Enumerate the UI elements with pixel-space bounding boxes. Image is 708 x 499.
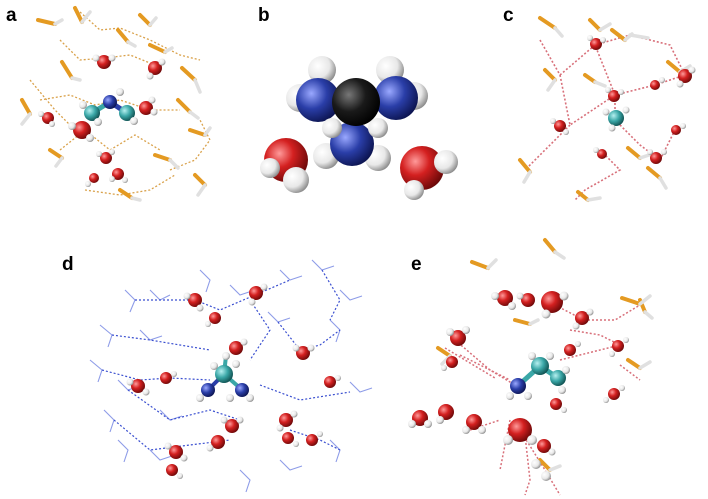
solvent-sticks-c <box>518 16 682 202</box>
hbond-network-c <box>524 34 686 201</box>
nitrogen-atom <box>330 122 374 166</box>
carbon-atom <box>119 105 135 121</box>
nitrogen-atom <box>510 378 526 394</box>
panel-a <box>20 6 212 202</box>
solvent-sticks-e <box>436 238 647 472</box>
panel-b <box>260 56 458 200</box>
panel-label-e: e <box>411 254 422 275</box>
water-b-left <box>260 138 309 193</box>
water-b-right <box>400 146 458 200</box>
hbond-network-e <box>444 304 641 496</box>
solute-e <box>506 352 570 400</box>
solute-c <box>602 106 630 132</box>
hbond-network-d <box>101 269 351 451</box>
nitrogen-atom <box>296 78 340 122</box>
panel-label-d: d <box>62 254 74 275</box>
carbon-atom <box>332 78 380 126</box>
carbon-atom <box>215 365 233 383</box>
panel-label-b: b <box>258 5 270 26</box>
waters-c <box>550 35 696 164</box>
waters-a <box>38 54 166 187</box>
solute-d <box>196 352 254 402</box>
waters-d <box>126 283 341 479</box>
nitrogen-atom <box>201 383 215 397</box>
carbon-atom <box>550 370 566 386</box>
nitrogen-atom <box>103 95 117 109</box>
solvent-sticks-a <box>20 6 207 200</box>
panel-e <box>408 238 654 496</box>
carbon-atom <box>531 357 549 375</box>
carbon-atom <box>84 105 100 121</box>
panel-label-c: c <box>503 5 514 26</box>
solute-a <box>79 88 138 126</box>
solvent-h-sticks-c <box>522 22 692 202</box>
panel-d <box>89 259 373 493</box>
panel-label-a: a <box>6 5 17 26</box>
nitrogen-atom <box>235 383 249 397</box>
panel-c <box>518 16 696 202</box>
waters-e <box>408 290 629 481</box>
solvent-h-sticks-a <box>20 10 212 202</box>
nitrogen-atom <box>374 76 418 120</box>
